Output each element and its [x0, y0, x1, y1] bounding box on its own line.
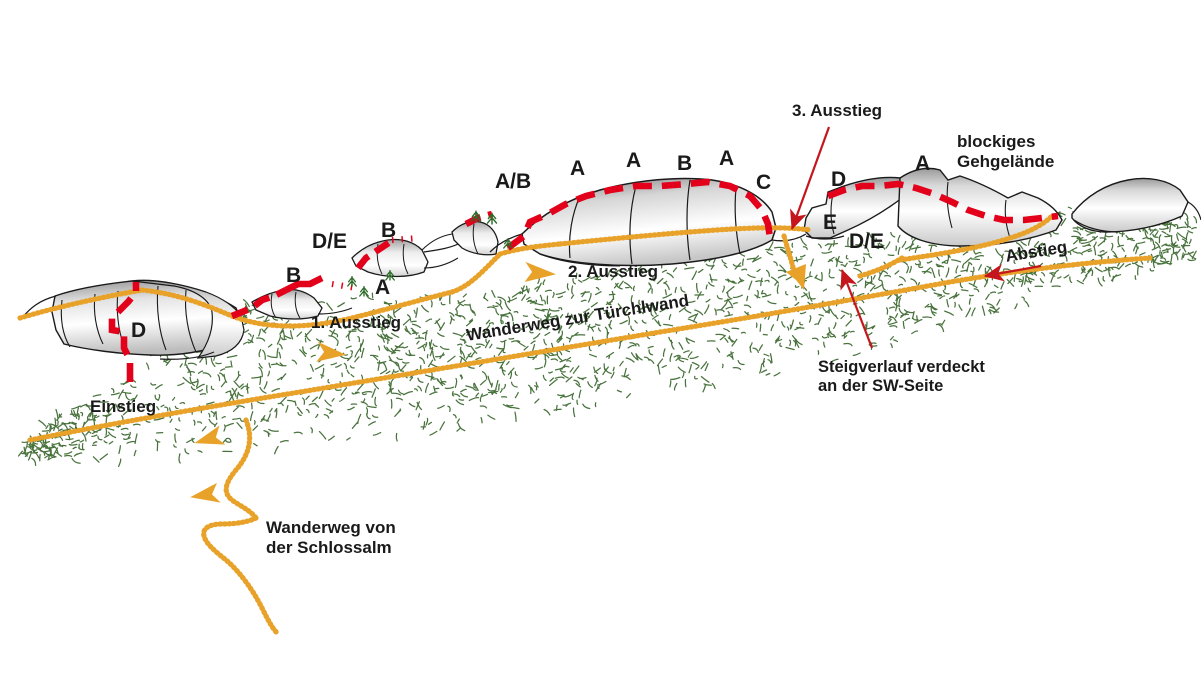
label-line: A — [570, 157, 586, 180]
label-line: E — [823, 211, 838, 234]
callout-label-c_aus3: 3. Ausstieg — [792, 101, 882, 121]
grade-label-g15: D/E — [849, 230, 884, 255]
grade-label-g11: C — [756, 171, 771, 196]
grade-label-g1: D — [131, 319, 146, 344]
callout-label-c_aus1: 1. Ausstieg — [311, 313, 401, 333]
label-line: A — [719, 147, 735, 170]
label-line: A — [375, 276, 391, 299]
trail-descent-dots — [781, 233, 797, 275]
rock-formation-right-ridge — [897, 167, 1063, 247]
vegetation-slope — [30, 199, 1201, 462]
grade-label-g8: A — [626, 149, 641, 174]
arrow-steigverlauf — [840, 268, 874, 349]
label-line: an der SW-Seite — [818, 377, 944, 396]
annotation-arrows-red — [790, 126, 1042, 349]
grade-label-g12: D — [831, 168, 846, 193]
grade-label-g13: E — [823, 211, 837, 236]
climbing-route-red — [108, 178, 1059, 382]
grade-label-g4: B — [381, 219, 396, 244]
callout-label-c_einstieg: Einstieg — [90, 397, 156, 417]
label-line: D — [131, 319, 147, 342]
trail-connector-upper — [557, 213, 1055, 279]
rock-formation-ridge-2 — [351, 238, 463, 278]
label-line: D/E — [312, 230, 348, 253]
label-line: Steigverlauf verdeckt — [818, 358, 985, 376]
label-line: B — [677, 152, 693, 175]
grade-label-g7: A — [570, 157, 585, 182]
label-line: blockiges — [957, 132, 1036, 151]
rock-formation-far-right — [1071, 177, 1201, 233]
grade-label-g14: A — [915, 152, 930, 177]
label-line: B — [381, 219, 397, 242]
label-line: D — [831, 168, 847, 191]
trail-direction-arrows — [190, 261, 806, 503]
label-line: C — [756, 171, 772, 194]
label-line: B — [286, 264, 302, 287]
label-line: Einstieg — [90, 397, 157, 416]
grade-label-g5: A — [375, 276, 390, 301]
grade-label-g9: B — [677, 152, 692, 177]
label-line: der Schlossalm — [266, 538, 392, 558]
rock-formation-ridge-3 — [421, 220, 499, 256]
label-line: D/E — [849, 230, 885, 253]
label-line: A — [915, 152, 931, 175]
grade-label-g10: A — [719, 147, 734, 172]
arrow-ausstieg-3 — [790, 126, 831, 231]
grade-label-g6: A/B — [495, 170, 531, 195]
label-line: A — [626, 149, 642, 172]
rock-formation-ridge-1 — [251, 288, 353, 320]
arrow-abstieg — [983, 264, 1042, 282]
trail-wanderweg-tuerchlwand — [17, 241, 563, 329]
conifer-tree-symbols — [347, 210, 513, 297]
label-line: Gehgelände — [957, 152, 1055, 172]
label-line: A/B — [495, 170, 532, 193]
label-line: 2. Ausstieg — [568, 262, 659, 281]
trail-wanderweg-schlossalm — [201, 417, 281, 637]
label-line: Wanderweg von — [266, 518, 396, 537]
label-line: 1. Ausstieg — [311, 313, 402, 332]
grade-label-g2: B — [286, 264, 301, 289]
grass-texture — [17, 201, 1198, 468]
grade-label-g3: D/E — [312, 230, 347, 255]
label-line: 3. Ausstieg — [792, 101, 883, 120]
callout-label-c_aus2: 2. Ausstieg — [568, 262, 658, 282]
